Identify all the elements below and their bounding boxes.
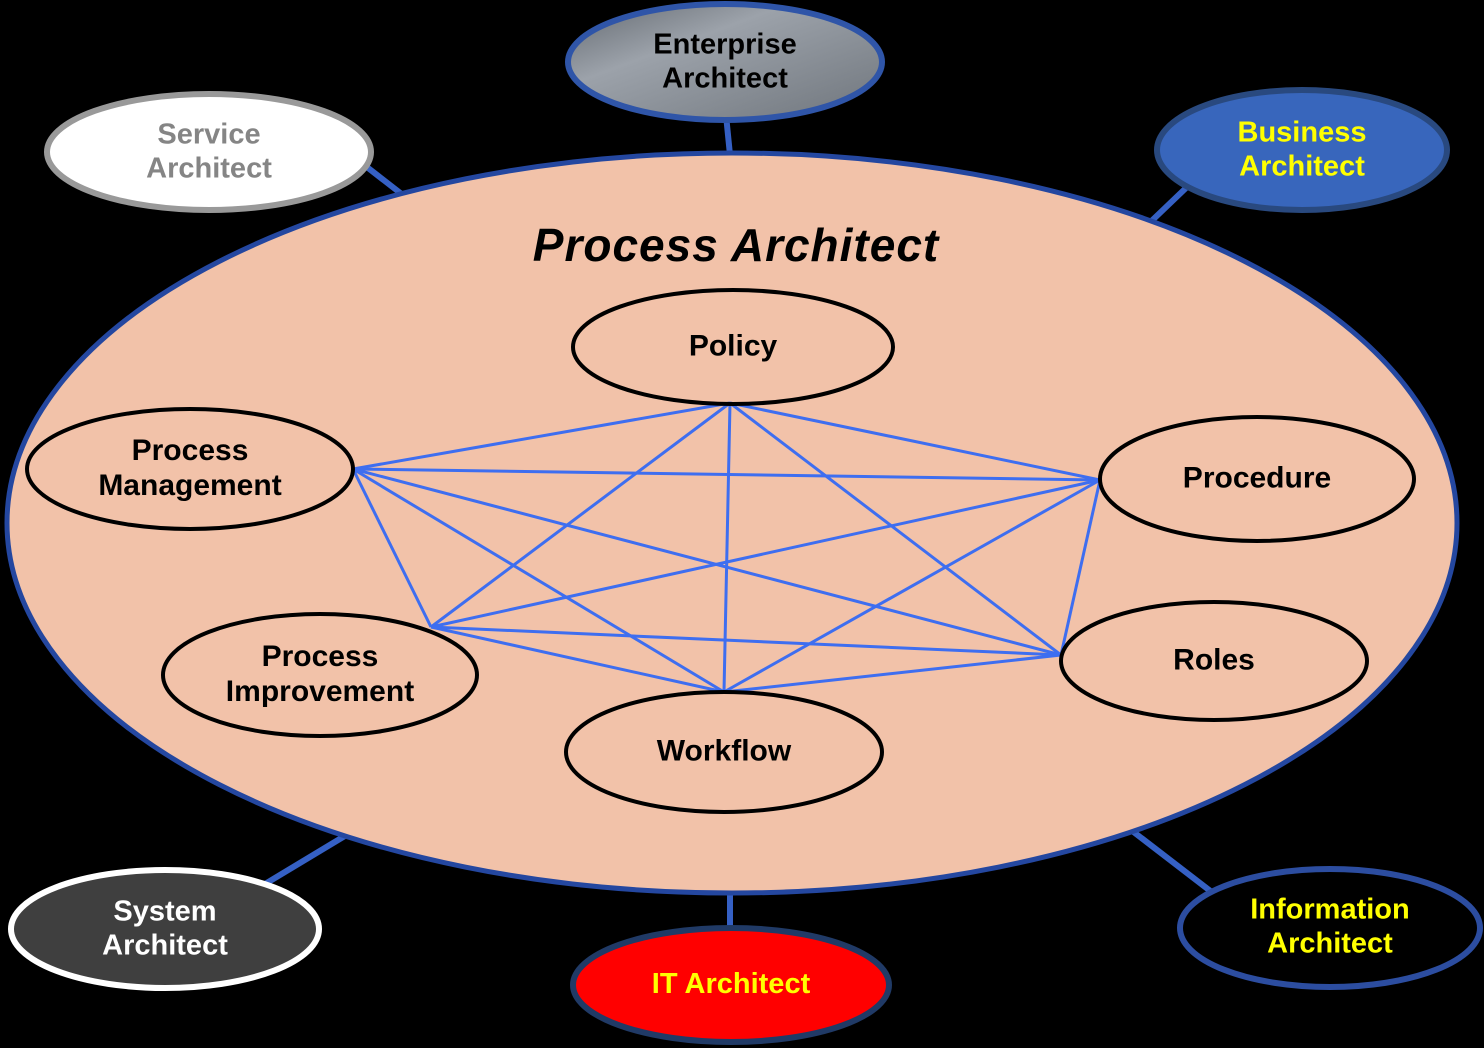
edge-process-management-workflow: [352, 467, 725, 694]
node-policy: [571, 288, 895, 406]
label-it-architect: IT Architect: [651, 968, 811, 1001]
label-procedure: Procedure: [1182, 461, 1332, 495]
process-architect-ellipse: [4, 150, 1460, 896]
main-title: Process Architect: [532, 219, 940, 271]
node-workflow: [564, 690, 884, 814]
label-system-architect: System Architect: [102, 895, 228, 961]
edge-process-improvement-workflow: [430, 625, 725, 694]
edge-procedure-roles: [1059, 479, 1102, 656]
label-business-architect: Business Architect: [1237, 116, 1367, 182]
node-process-improvement: [161, 612, 479, 738]
edge-process-management-roles: [352, 467, 1062, 657]
label-information-architect: Information Architect: [1250, 893, 1410, 959]
edge-policy-workflow: [722, 402, 732, 693]
inner-graph-edges: [351, 401, 1102, 694]
label-policy: Policy: [688, 329, 778, 363]
inner-node-ellipses: [25, 288, 1416, 814]
edge-roles-workflow: [723, 653, 1062, 694]
node-information-architect: [1177, 866, 1483, 990]
label-roles: Roles: [1173, 643, 1255, 677]
node-business-architect: [1154, 87, 1450, 213]
label-workflow: Workflow: [656, 734, 792, 768]
node-roles: [1059, 600, 1369, 722]
label-process-improvement: Process Improvement: [225, 640, 415, 708]
edge-process-improvement-roles: [430, 625, 1062, 657]
label-process-management: Process Management: [98, 434, 282, 502]
node-process-management: [25, 407, 355, 531]
edge-policy-process-management: [352, 401, 731, 471]
edge-process-management-procedure: [352, 467, 1101, 482]
node-system-architect: [8, 867, 322, 991]
edge-policy-procedure: [729, 401, 1101, 482]
label-enterprise-architect: Enterprise Architect: [653, 28, 797, 94]
edge-procedure-workflow: [723, 478, 1101, 694]
node-service-architect: [44, 91, 374, 213]
node-enterprise-architect: [565, 1, 885, 123]
label-service-architect: Service Architect: [146, 118, 272, 184]
edge-procedure-process-improvement: [430, 478, 1101, 629]
node-it-architect: [570, 925, 892, 1045]
edge-process-management-process-improvement: [351, 468, 433, 628]
edge-policy-process-improvement: [430, 401, 731, 629]
node-procedure: [1098, 415, 1416, 543]
edge-policy-roles: [729, 401, 1062, 657]
